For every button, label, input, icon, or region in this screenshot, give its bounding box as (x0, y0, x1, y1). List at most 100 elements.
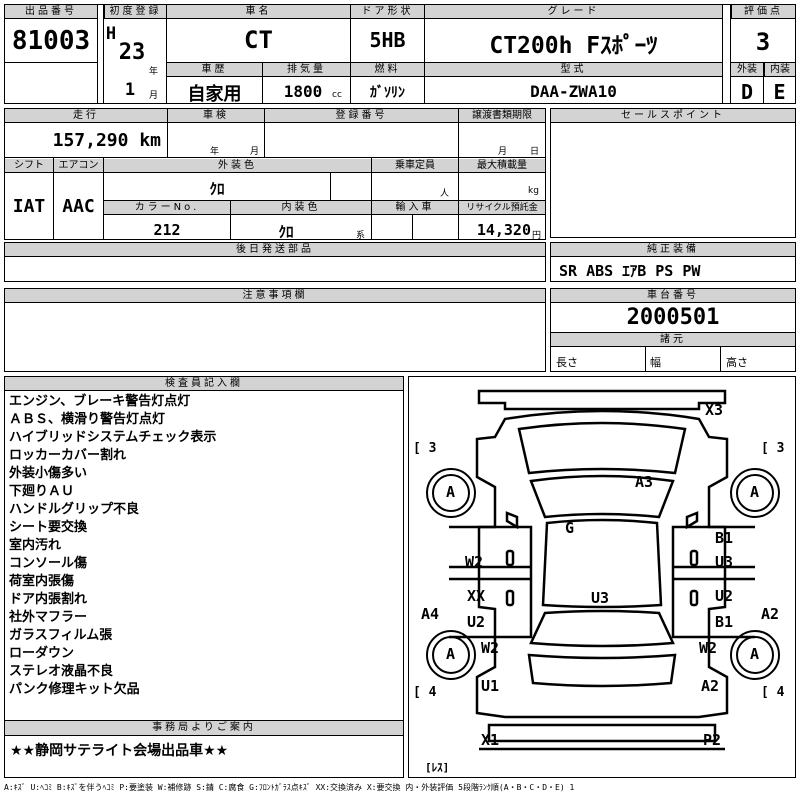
mark-p2: P2 (703, 731, 722, 749)
divider (424, 62, 425, 104)
reg-no-label: 登録番号 (265, 109, 458, 123)
car-diagram-box: A A A A [ 3 [ 3 [ 4 [ 4 [ﾚｽ] X3 A3 G B1 … (408, 376, 796, 778)
door-label: ドア形状 (351, 5, 424, 19)
list-item: 社外マフラー (9, 610, 88, 625)
equipment-label: 純正装備 (551, 243, 795, 257)
fuel: ｶﾞｿﾘﾝ (370, 85, 405, 101)
history-label: 車歴 (167, 63, 262, 77)
score: 3 (755, 28, 771, 56)
mark-x1: X1 (481, 731, 500, 749)
divider (412, 215, 413, 240)
recycle: 14,320 (476, 221, 531, 239)
exterior-label: 外装 (731, 63, 763, 77)
list-item: ハンドルグリップ不良 (9, 502, 140, 517)
divider (103, 4, 104, 104)
mirror (685, 511, 699, 530)
later-parts-label: 後日発送部品 (5, 243, 545, 257)
interior-grade: E (773, 80, 786, 104)
divider (730, 4, 731, 104)
first-reg-label: 初度登録 (104, 5, 166, 19)
mark-a2-right: A2 (761, 605, 780, 623)
divider (97, 4, 98, 104)
score-label: 評価点 (731, 5, 795, 19)
mark-b1-right: B1 (715, 613, 734, 631)
ac-label: エアコン (54, 159, 103, 173)
sales-point-box (550, 108, 796, 238)
list-item: エンジン、ブレーキ警告灯点灯 (9, 394, 191, 409)
divider (458, 158, 459, 240)
list-item: 荷室内張傷 (9, 574, 75, 589)
recycle-label: リサイクル預託金 (459, 201, 545, 215)
mark-w2-rear-left: W2 (481, 639, 500, 657)
bracket-rear-right: [ 4 (761, 685, 785, 700)
divider (350, 4, 351, 62)
ext-color-label: 外装色 (104, 159, 371, 173)
divider (262, 62, 263, 104)
divider (103, 200, 546, 201)
divider (458, 108, 459, 158)
shift: IAT (12, 196, 46, 217)
rear-bumper (487, 723, 717, 743)
inspection-month-unit: 月 (250, 147, 260, 157)
list-item: コンソール傷 (9, 556, 88, 571)
divider (722, 4, 723, 104)
chassis-number: 2000501 (626, 305, 720, 330)
month: 1 (124, 80, 136, 100)
inspector-label: 検査員記入欄 (5, 377, 403, 391)
width-label: 幅 (650, 356, 661, 369)
spare-tire-label: [ﾚｽ] (425, 761, 450, 774)
mark-g: G (565, 519, 575, 537)
tire-rl-mark: A (446, 645, 456, 663)
int-color: ｸﾛ (278, 223, 294, 241)
bracket-rear-left: [ 4 (413, 685, 437, 700)
mark-u3-right: U3 (715, 553, 734, 571)
month-unit: 月 (149, 91, 159, 101)
fuel-label: 燃料 (351, 63, 424, 77)
header-grid (4, 4, 796, 104)
divider (424, 4, 425, 62)
chassis-box (550, 288, 796, 372)
divider (763, 62, 764, 104)
mark-u2-left: U2 (467, 613, 486, 631)
inspector-notes-list: エンジン、ブレーキ警告灯点灯 ＡＢＳ、横滑り警告灯点灯 ハイブリッドシステムチェ… (9, 393, 399, 699)
deadline-label: 譲渡書類期限 (459, 109, 545, 123)
divider (167, 108, 168, 158)
inspection-label: 車検 (168, 109, 264, 123)
max-load-label: 最大積載量 (459, 159, 545, 173)
tire-fr-outer (730, 468, 780, 518)
tire-fr-inner (736, 474, 774, 512)
int-color-label: 内装色 (231, 201, 371, 215)
door-handle (505, 549, 515, 567)
tire-fl-inner (432, 474, 470, 512)
door-handle (505, 589, 515, 607)
height-label: 高さ (726, 356, 748, 369)
capacity-unit: 人 (440, 189, 450, 199)
equipment: SR ABS ｴｱB PS PW (559, 262, 701, 280)
mileage-label: 走行 (5, 109, 167, 123)
divider (371, 158, 372, 240)
list-item: ステレオ液晶不良 (9, 664, 114, 679)
mark-u1: U1 (481, 677, 500, 695)
tire-fl-mark: A (446, 483, 456, 501)
right-side-front (671, 525, 755, 639)
car-diagram-svg (426, 389, 780, 751)
import-label: 輸入車 (372, 201, 458, 215)
mark-u2-right: U2 (715, 587, 734, 605)
roof-outline (541, 518, 663, 609)
door: 5HB (369, 28, 406, 52)
hood-outline (517, 421, 687, 475)
mark-u3-center: U3 (591, 589, 610, 607)
inspection-year-unit: 年 (210, 147, 220, 157)
list-item: ドア内張割れ (9, 592, 88, 607)
tire-rr-outer (730, 630, 780, 680)
divider (264, 108, 265, 158)
hatch-outline (527, 653, 677, 688)
displacement-unit: cc (332, 90, 342, 100)
deadline-day-unit: 日 (530, 147, 540, 157)
bracket-front-left: [ 3 (413, 441, 437, 456)
displacement-label: 排気量 (263, 63, 350, 77)
exterior-grade: D (740, 80, 754, 104)
lot-no-label: 出品番号 (5, 5, 97, 19)
list-item: パンク修理キット欠品 (9, 682, 140, 697)
recycle-unit: 円 (532, 231, 542, 241)
